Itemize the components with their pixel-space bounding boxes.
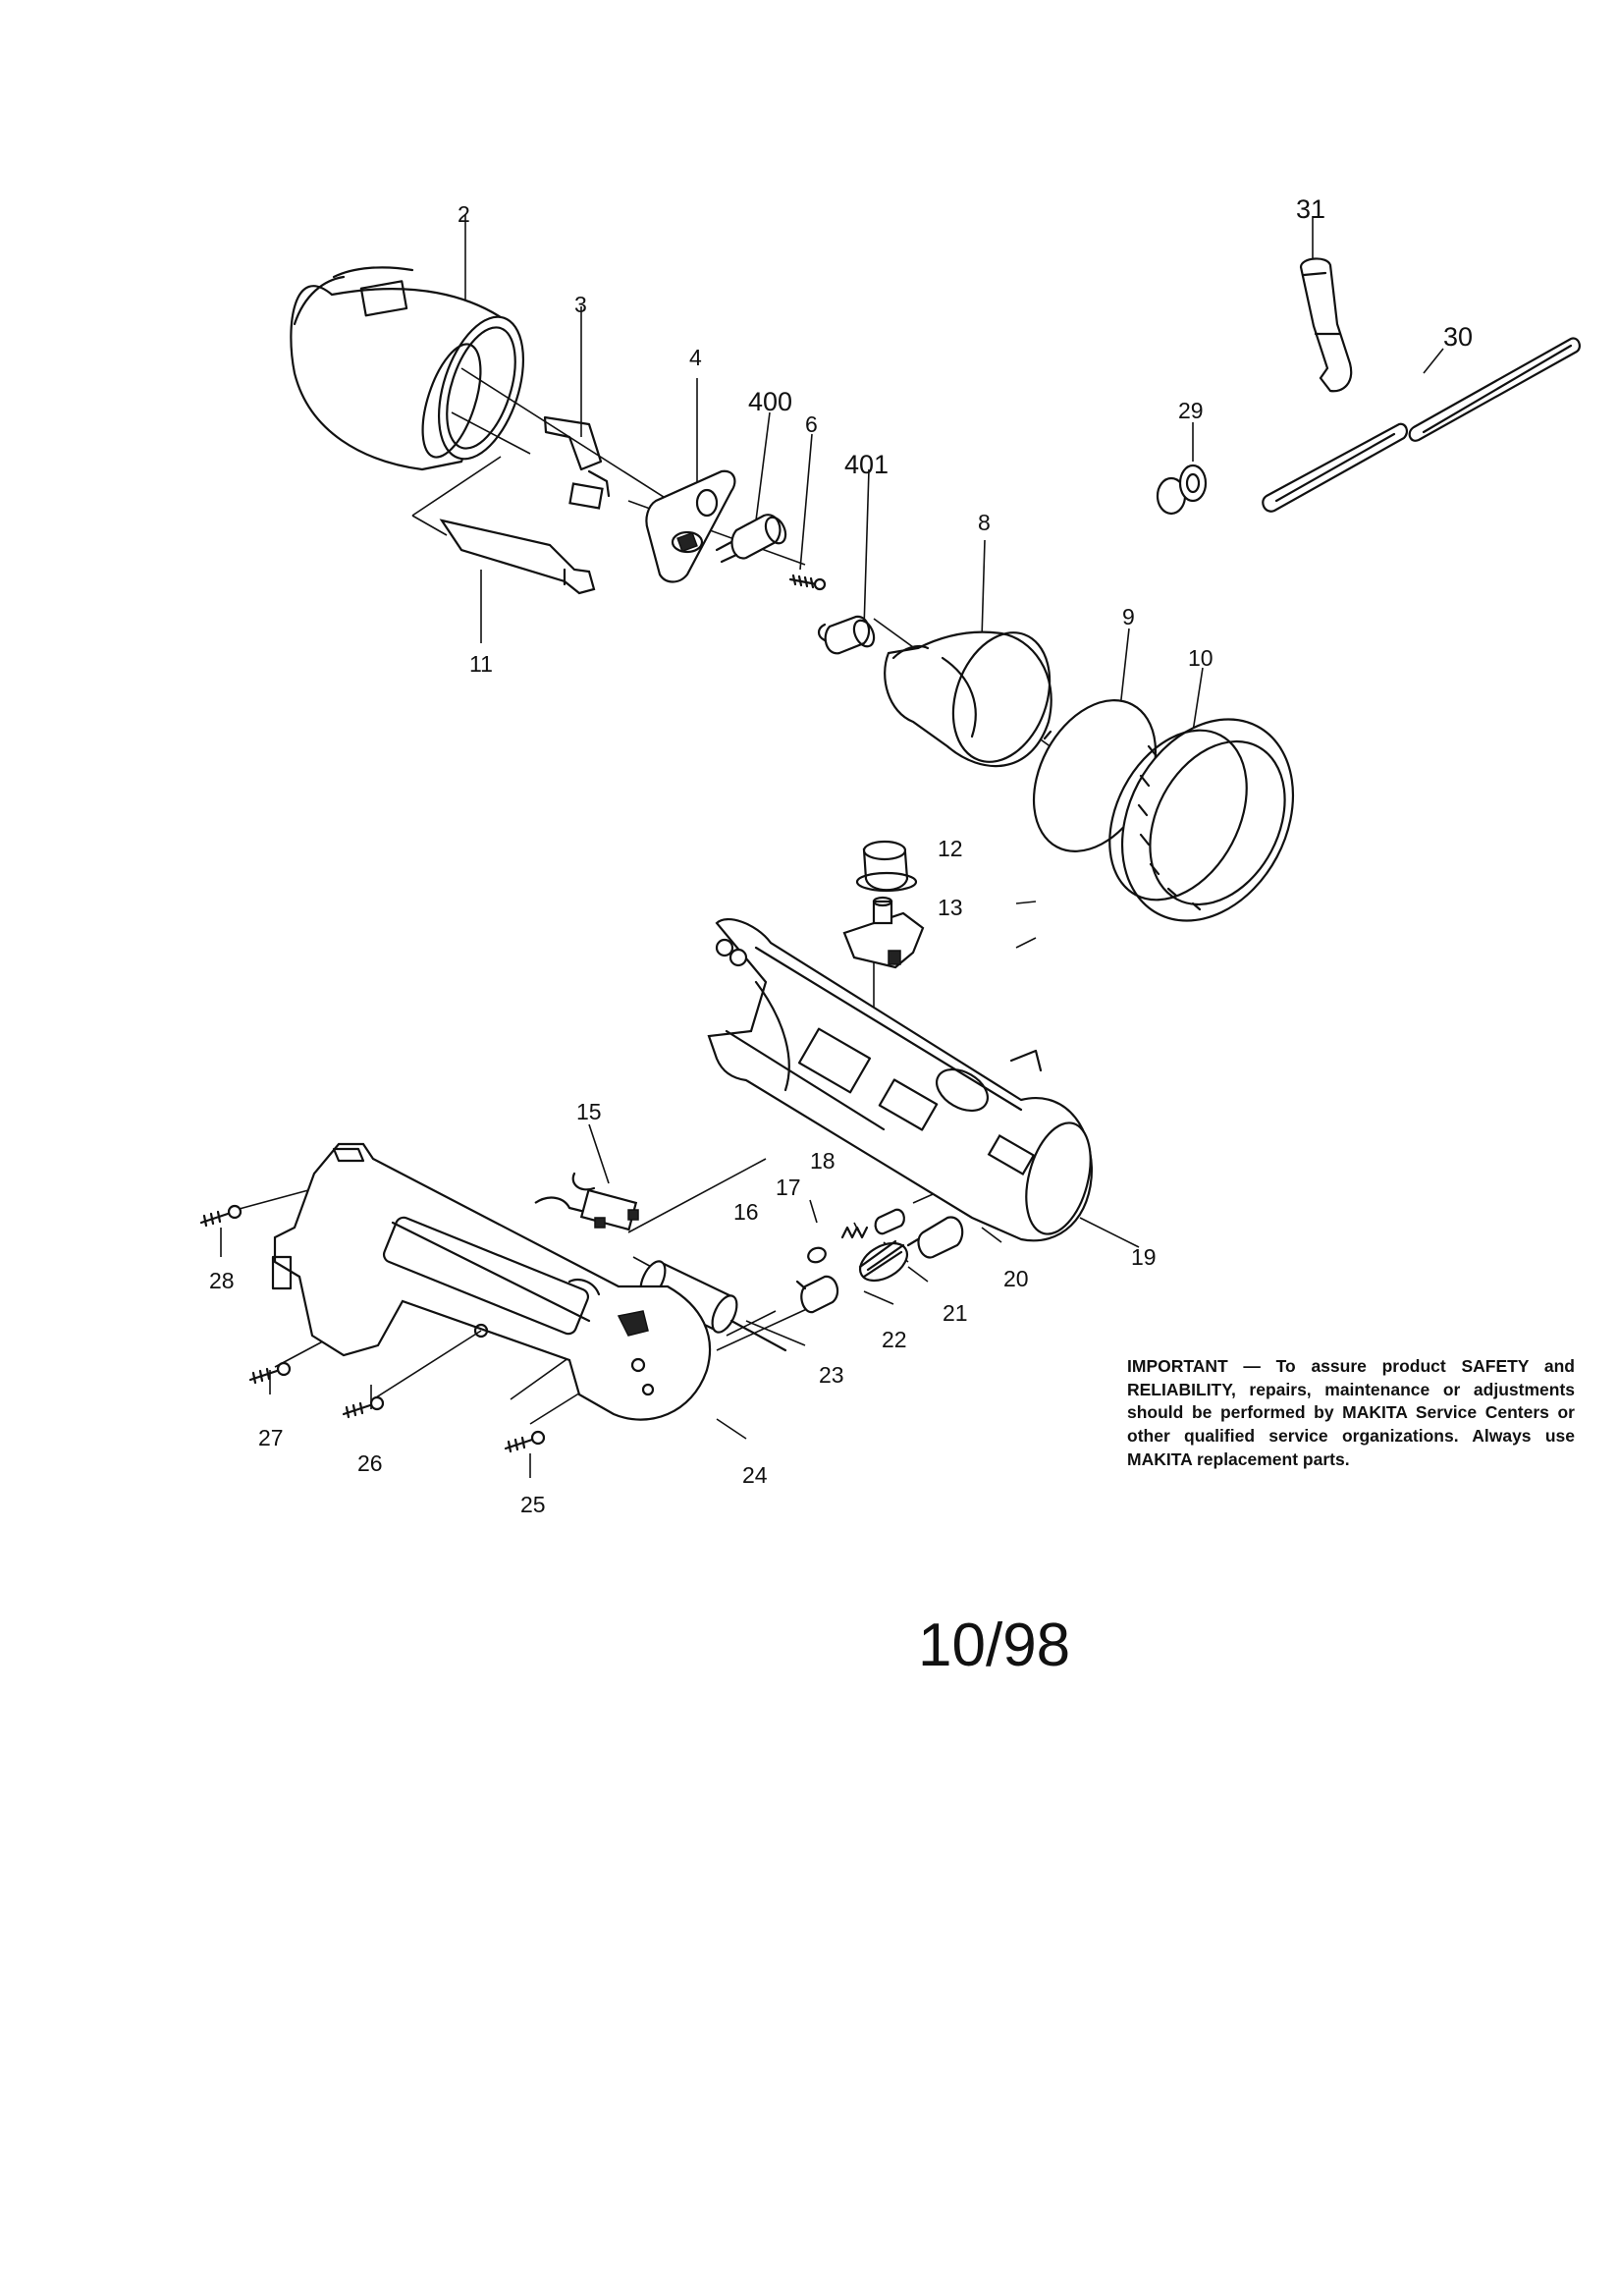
callout-400: 400: [748, 387, 792, 416]
callout-31: 31: [1296, 194, 1325, 224]
part-22-terminal: [795, 1275, 839, 1314]
callout-401: 401: [844, 450, 889, 479]
part-15-contact: [534, 1172, 639, 1231]
callout-6: 6: [805, 411, 818, 437]
part-25-screw: [504, 1430, 546, 1453]
part-31-clip: [1299, 257, 1353, 393]
callout-10: 10: [1188, 645, 1214, 671]
callout-25: 25: [520, 1492, 546, 1517]
part-19-housing-half: [707, 918, 1094, 1242]
callout-19: 19: [1131, 1244, 1157, 1270]
callout-15: 15: [576, 1099, 602, 1124]
part-29-button: [1156, 464, 1208, 516]
important-notice: IMPORTANT — To assure product SAFETY and…: [1127, 1356, 1575, 1469]
callout-26: 26: [357, 1450, 383, 1476]
callout-12: 12: [938, 836, 963, 861]
part-30-strap: [1262, 337, 1581, 513]
part-401-bulb: [817, 615, 876, 655]
part-8-reflector: [884, 630, 1052, 768]
callout-23: 23: [819, 1362, 844, 1388]
part-27-screw: [248, 1361, 292, 1385]
part-18-plunger: [874, 1208, 905, 1235]
callout-18: 18: [810, 1148, 836, 1174]
callout-8: 8: [978, 510, 991, 535]
part-28-screw: [199, 1204, 243, 1228]
part-13-switch: [842, 896, 925, 969]
part-3-contact: [543, 415, 611, 510]
part-6-screw: [788, 574, 827, 591]
callout-30: 30: [1443, 322, 1473, 352]
part-12-switch-cap: [855, 840, 918, 893]
callout-22: 22: [882, 1327, 907, 1352]
part-10-lens-ring: [1108, 718, 1295, 922]
callout-24: 24: [742, 1462, 768, 1488]
callout-13: 13: [938, 895, 963, 920]
revision-date: 10/98: [918, 1612, 1071, 1679]
callout-29: 29: [1178, 398, 1204, 423]
callout-labels: 2 3 4 400 6 401 8 9 10 11 12 13 15 16 17…: [209, 194, 1473, 1517]
callout-20: 20: [1003, 1266, 1029, 1291]
callout-28: 28: [209, 1268, 235, 1293]
callout-2: 2: [458, 201, 470, 227]
callout-21: 21: [943, 1300, 968, 1326]
part-17-spring: [840, 1226, 869, 1239]
callout-27: 27: [258, 1425, 284, 1450]
part-16-cap: [807, 1246, 827, 1264]
callout-3: 3: [574, 292, 587, 317]
part-20-connector: [906, 1216, 964, 1259]
callout-17: 17: [776, 1175, 801, 1200]
part-2-lamp-head: [290, 266, 525, 471]
callout-4: 4: [689, 345, 702, 370]
part-24-housing-half: [271, 1142, 712, 1421]
callout-11: 11: [469, 651, 493, 677]
part-400-bulb: [715, 514, 787, 564]
part-4-bulb-holder: [645, 469, 736, 583]
part-21-spring: [858, 1239, 908, 1283]
part-26-screw: [342, 1395, 385, 1419]
callout-16: 16: [733, 1199, 759, 1225]
callout-9: 9: [1122, 604, 1135, 629]
part-11-contact-strip: [439, 519, 596, 595]
